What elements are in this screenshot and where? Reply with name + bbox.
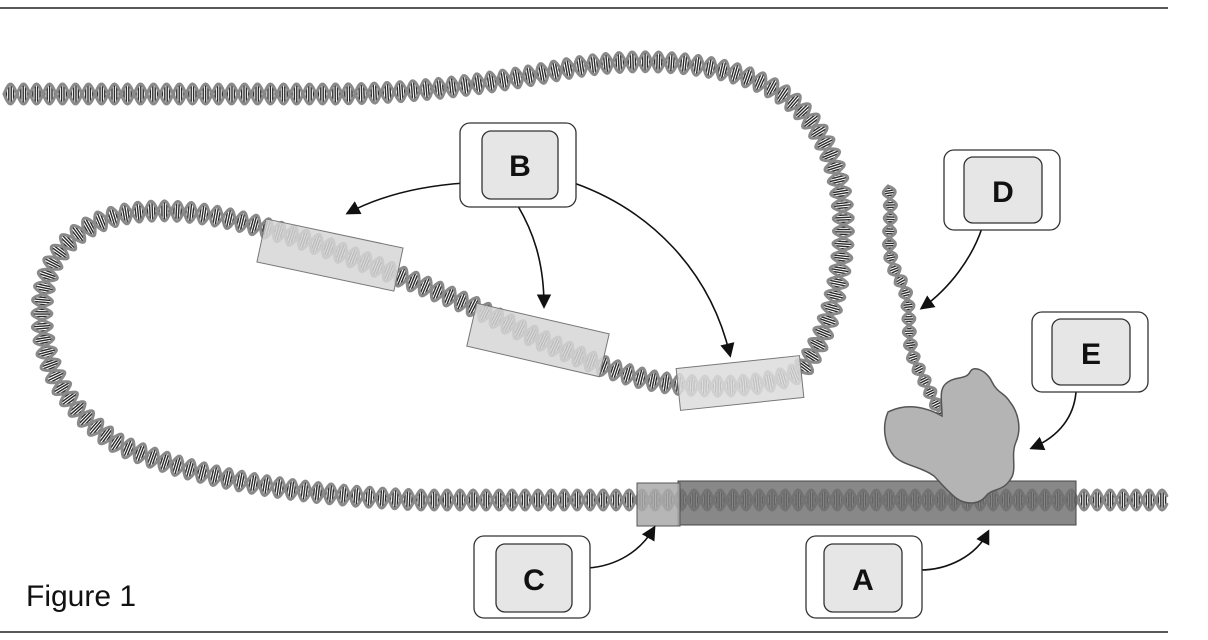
figure-label: Figure 1 (26, 580, 136, 613)
regulatory-region-1 (256, 218, 404, 292)
label-b-text: B (509, 150, 531, 183)
arrow-b-to-region-2 (517, 205, 552, 309)
mrna-helix (881, 184, 949, 423)
arrow-c-to-promoter (587, 525, 656, 569)
regulatory-region-3 (675, 355, 805, 411)
arrow-d-to-mrna (919, 227, 983, 310)
promoter-region (636, 482, 681, 527)
label-box-e: E (1031, 311, 1149, 393)
arrow-a-to-gene (919, 529, 990, 571)
label-box-b: B (459, 122, 577, 208)
rna-polymerase-blob (883, 368, 1020, 504)
arrow-b-to-region-3 (573, 182, 735, 358)
label-box-c: C (473, 535, 591, 619)
regulatory-region-2 (466, 302, 610, 378)
arrow-b-to-region-1 (345, 182, 466, 215)
label-c-text: C (523, 564, 545, 597)
arrow-e-to-polymerase (1029, 391, 1077, 451)
label-box-a: A (805, 535, 923, 619)
label-e-text: E (1081, 338, 1101, 371)
mrna-strand (881, 184, 949, 423)
label-d-text: D (992, 176, 1014, 209)
label-box-d: D (943, 149, 1061, 231)
gene-coding-region (677, 480, 1077, 526)
label-a-text: A (852, 564, 874, 597)
